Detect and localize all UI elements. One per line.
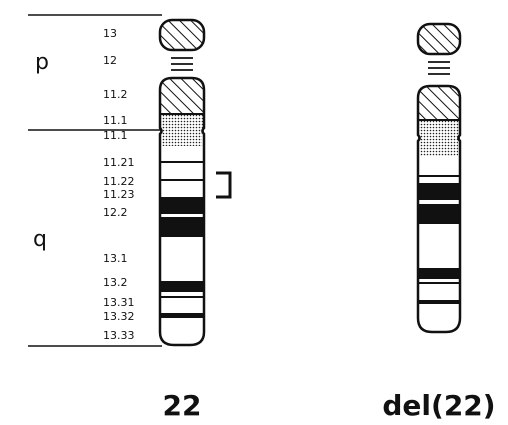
arm-label-q: q: [33, 227, 47, 252]
chromosome-del22-outline: [416, 84, 462, 334]
chromosome-del22: [416, 22, 462, 334]
chromosome-22: [158, 18, 206, 347]
band-q12-2b: [160, 217, 204, 237]
band-label-q11-1: 11.1: [103, 129, 128, 142]
del-band-dark-3: [418, 268, 460, 279]
del-band-dark-1: [418, 183, 460, 200]
band-q13-2: [160, 281, 204, 292]
caption-del22: del(22): [382, 389, 495, 422]
band-p11-2: [160, 78, 204, 114]
band-q13-32: [160, 313, 204, 318]
band-label-p11-1: 11.1: [103, 114, 128, 127]
del-band-dark-2: [418, 204, 460, 224]
band-label-q13-32: 13.32: [103, 310, 135, 323]
band-label-q13-2: 13.2: [103, 276, 128, 289]
band-label-q11-21: 11.21: [103, 156, 135, 169]
del-band-q11-1: [420, 138, 458, 156]
del-band-p11-2: [418, 86, 460, 120]
band-label-q13-1: 13.1: [103, 252, 128, 265]
arm-label-p: p: [35, 50, 49, 75]
band-q11-22: [160, 180, 204, 195]
deletion-bracket: [216, 171, 232, 199]
band-label-q11-23: 11.23: [103, 188, 135, 201]
band-label-p13: 13: [103, 27, 117, 40]
del-satellite: [416, 22, 462, 56]
band-q11-1: [162, 130, 202, 146]
band-p11-1: [160, 114, 204, 130]
del-band-dark-4: [418, 300, 460, 304]
band-label-p11-2: 11.2: [103, 88, 128, 101]
caption-normal-22: 22: [163, 389, 202, 422]
chromosome-22-outline: [158, 76, 206, 347]
band-label-q13-31: 13.31: [103, 296, 135, 309]
band-q11-21: [160, 146, 204, 162]
del-band-p11-1: [418, 120, 460, 138]
band-label-p12: 12: [103, 54, 117, 67]
band-label-q13-33: 13.33: [103, 329, 135, 342]
satellite-p13: [158, 18, 206, 52]
del-band-q11-21: [418, 156, 460, 176]
band-q12-2: [160, 197, 204, 214]
band-label-q12-2: 12.2: [103, 206, 128, 219]
band-label-q11-22: 11.22: [103, 175, 135, 188]
